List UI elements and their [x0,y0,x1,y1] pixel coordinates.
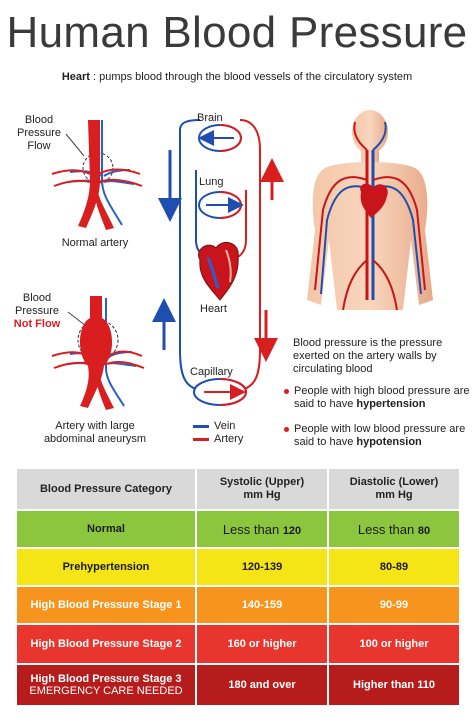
aneurysm-caption: Artery with large abdominal aneurysm [30,420,160,446]
systolic-cell: Less than 120 [195,509,329,549]
heart-label: Heart [200,303,227,315]
caption-line: Artery with large [55,420,135,432]
legend-artery: Artery [193,433,243,446]
blood-pressure-table: Blood Pressure Category Systolic (Upper)… [15,467,461,707]
caption-line: abdominal aneurysm [43,433,147,445]
bullet-text: People with high blood pressure are said… [294,385,470,410]
category-sublabel: EMERGENCY CARE NEEDED [29,685,183,697]
systolic-cell: 140-159 [195,585,329,625]
bullet-text: People with low blood pressure are said … [294,423,466,448]
label-line: Pressure [16,127,62,139]
legend-artery-label: Artery [214,433,244,445]
systolic-cell: 160 or higher [195,623,329,665]
legend: Vein Artery [193,420,243,446]
circulation-diagram [152,119,284,406]
category-label: Normal [87,523,125,535]
aneurysm-label: Blood Pressure Not Flow [12,292,62,331]
category-label: High Blood Pressure Stage 2 [30,638,182,650]
bullet-bold: hypotension [356,436,422,448]
header-diastolic: Diastolic (Lower) mm Hg [327,467,461,511]
diastolic-cell: Less than 80 [327,509,461,549]
legend-vein-label: Vein [214,420,236,432]
category-cell: Normal [15,509,197,549]
legend-vein: Vein [193,420,243,433]
bullet-hypotension: People with low blood pressure are said … [284,423,474,449]
bullet-dot [284,389,289,394]
subtitle-bold: Heart [61,71,90,83]
table-row: High Blood Pressure Stage 2 160 or higher… [15,623,461,665]
subtitle: Heart : pumps blood through the blood ve… [0,71,474,83]
bullet-hypertension: People with high blood pressure are said… [284,385,474,411]
brain-label: Brain [197,112,223,124]
category-label: High Blood Pressure Stage 1 [30,599,182,611]
category-label: High Blood Pressure Stage 3 [30,673,182,685]
label-line: Pressure [14,305,60,317]
header-category: Blood Pressure Category [15,467,197,511]
diastolic-cell: 100 or higher [327,623,461,665]
diastolic-cell: Higher than 110 [327,663,461,707]
normal-artery-label: Blood Pressure Flow [14,114,64,153]
diastolic-cell: 90-99 [327,585,461,625]
description-text: Blood pressure is the pressure exerted o… [293,337,443,375]
category-cell: Prehypertension [15,547,197,587]
aneurysm-illustration [51,296,145,410]
header-systolic: Systolic (Upper) mm Hg [195,467,329,511]
category-cell: High Blood Pressure Stage 2 [15,623,197,665]
label-line: Flow [27,140,51,152]
value-number: 80 [417,524,431,537]
body-illustration [307,110,433,311]
artery-swatch [193,438,209,441]
capillary-label: Capillary [190,366,233,378]
value-number: 120 [282,524,302,537]
lung-label: Lung [199,176,224,188]
subtitle-text: : pumps blood through the blood vessels … [89,71,413,83]
not-flow-label: Not Flow [13,318,61,330]
normal-artery-illustration [51,120,143,230]
normal-artery-caption: Normal artery [61,237,129,249]
label-line: Blood [22,292,52,304]
vein-swatch [193,425,209,428]
bullet-bold: hypertension [356,398,426,410]
value-prefix: Less than [357,521,418,537]
page-title: Human Blood Pressure [6,8,468,57]
bullet-dot [284,427,289,432]
systolic-cell: 180 and over [195,663,329,707]
systolic-cell: 120-139 [195,547,329,587]
category-label: Prehypertension [62,561,150,573]
label-line: Blood [24,114,54,126]
category-cell: High Blood Pressure Stage 1 [15,585,197,625]
value-prefix: Less than [222,521,283,537]
table-header-row: Blood Pressure Category Systolic (Upper)… [15,467,461,511]
diastolic-cell: 80-89 [327,547,461,587]
